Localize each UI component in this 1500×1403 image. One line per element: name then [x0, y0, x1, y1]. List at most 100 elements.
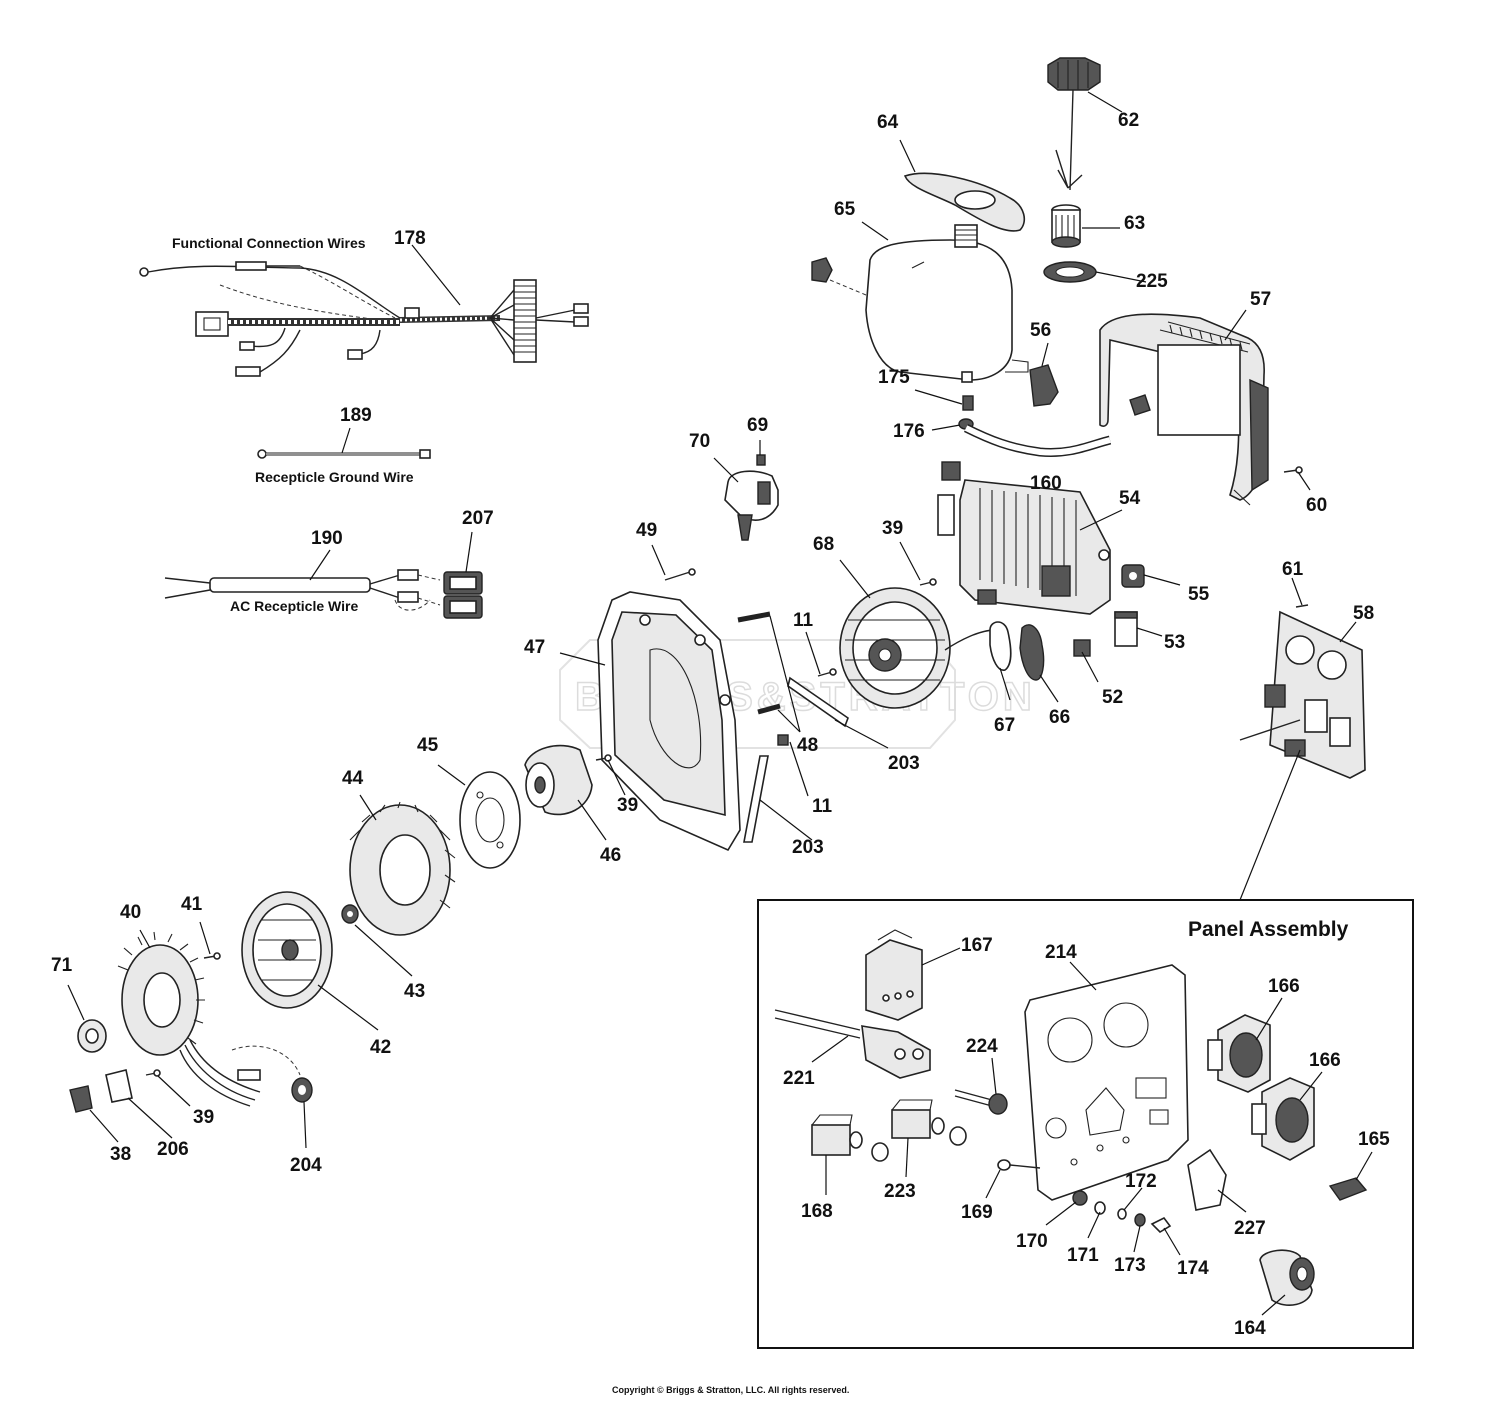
cover-227: [1187, 1148, 1227, 1211]
label-171: 171: [1067, 1245, 1099, 1266]
frame-handle-57: [1099, 313, 1269, 506]
label-39-stator: 39: [193, 1107, 214, 1128]
label-66: 66: [1049, 707, 1070, 728]
grommet-204: [291, 1077, 313, 1103]
label-11-upper: 11: [793, 610, 814, 631]
label-173: 173: [1114, 1255, 1146, 1276]
control-panel-58: [1239, 610, 1366, 779]
label-49: 49: [636, 520, 657, 541]
label-203-upper: 203: [888, 753, 920, 774]
label-178: 178: [394, 228, 426, 249]
label-221: 221: [783, 1068, 815, 1089]
label-190: 190: [311, 528, 343, 549]
nut-43: [341, 904, 359, 924]
label-166-lower: 166: [1309, 1050, 1341, 1071]
label-224: 224: [966, 1036, 998, 1057]
ferrite-core-207: [443, 571, 483, 619]
screw-39-center: [919, 578, 937, 586]
nut-173: [1134, 1213, 1146, 1227]
strap-203-upper: [787, 676, 849, 728]
plate-45: [459, 771, 521, 869]
label-38: 38: [110, 1144, 131, 1165]
panel-plate-214: [1024, 964, 1189, 1201]
label-45: 45: [417, 735, 439, 756]
label-166-upper: 166: [1268, 976, 1300, 997]
fuel-cap-62: [1047, 57, 1101, 191]
bracket-70: [724, 470, 779, 541]
label-11-lower: 11: [812, 796, 833, 817]
label-64: 64: [877, 112, 899, 133]
cooling-fan-44: [349, 801, 456, 936]
cover-53: [1114, 611, 1138, 647]
grommet-52: [1073, 639, 1091, 657]
screw-39-stator: [145, 1069, 161, 1077]
label-67: 67: [994, 715, 1015, 736]
label-207: 207: [462, 508, 494, 529]
screw-60: [1283, 466, 1303, 474]
wire-harness-178: [139, 261, 589, 377]
panel-assembly-box: Panel Assembly: [757, 899, 1414, 1349]
screw-11-upper: [817, 668, 837, 677]
bracket-38: [69, 1085, 93, 1113]
label-225: 225: [1136, 271, 1168, 292]
fuel-line-160: [963, 423, 1112, 458]
label-48: 48: [797, 735, 818, 756]
label-167: 167: [961, 935, 993, 956]
caption-functional-connection-wires: Functional Connection Wires: [172, 235, 366, 251]
label-168: 168: [801, 1201, 833, 1222]
label-41: 41: [181, 894, 203, 915]
label-54: 54: [1119, 488, 1141, 509]
circuit-breaker-168: [811, 1114, 889, 1162]
label-53: 53: [1164, 632, 1185, 653]
power-connector-221: [774, 1009, 931, 1079]
indicator-224: [954, 1089, 1008, 1115]
washer-171: [1094, 1201, 1106, 1215]
starter-grip-66: [1019, 624, 1045, 681]
flywheel-42: [241, 891, 333, 1009]
label-175: 175: [878, 367, 910, 388]
label-189: 189: [340, 405, 372, 426]
label-46: 46: [600, 845, 621, 866]
label-170: 170: [1016, 1231, 1048, 1252]
label-214: 214: [1045, 942, 1077, 963]
label-68: 68: [813, 534, 834, 555]
label-60: 60: [1306, 495, 1327, 516]
bracket-56: [1029, 364, 1059, 407]
rotor-46: [524, 744, 593, 816]
studs-48: [737, 611, 781, 715]
grommet-54-small: [977, 589, 997, 605]
receptacle-167: [865, 929, 923, 1021]
grommet-71: [77, 1019, 107, 1053]
label-204: 204: [290, 1155, 322, 1176]
starter-handle-67: [989, 621, 1012, 671]
caption-ac-receptacle-wire: AC Recepticle Wire: [230, 598, 358, 614]
label-61: 61: [1282, 559, 1304, 580]
label-39-center: 39: [882, 518, 903, 539]
grommet-55: [1121, 564, 1145, 588]
label-40: 40: [120, 902, 141, 923]
copyright-notice: Copyright © Briggs & Stratton, LLC. All …: [612, 1385, 849, 1395]
label-165: 165: [1358, 1129, 1390, 1150]
label-203-lower: 203: [792, 837, 824, 858]
inverter-module-54: [937, 461, 1111, 615]
screw-41: [203, 952, 221, 960]
label-70: 70: [689, 431, 710, 452]
dc-outlet-164: [1259, 1249, 1315, 1306]
tank-cover-64: [903, 172, 1026, 232]
screw-69: [756, 454, 766, 466]
fuel-filter-63: [1051, 149, 1083, 248]
label-42: 42: [370, 1037, 391, 1058]
strap-203-lower: [743, 755, 769, 843]
label-39-rotor: 39: [617, 795, 638, 816]
receptacle-ground-wire-189: [257, 449, 431, 459]
label-56: 56: [1030, 320, 1051, 341]
label-55: 55: [1188, 584, 1210, 605]
label-164: 164: [1234, 1318, 1266, 1339]
ac-receptacle-wire-190: [164, 569, 441, 611]
label-57: 57: [1250, 289, 1271, 310]
label-47: 47: [524, 637, 545, 658]
label-172: 172: [1125, 1171, 1157, 1192]
label-58: 58: [1353, 603, 1374, 624]
washer-170: [1072, 1190, 1088, 1206]
